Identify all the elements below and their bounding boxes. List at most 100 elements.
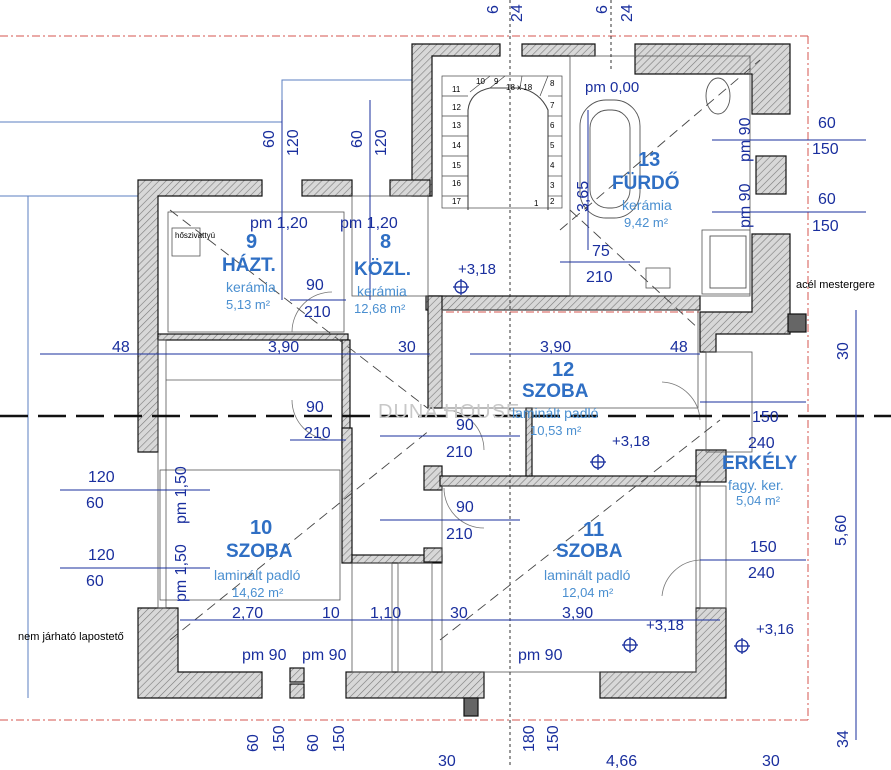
room-10-area: 14,62 m² xyxy=(232,585,284,600)
pm-150-b: pm 1,50 xyxy=(173,544,190,602)
stairs xyxy=(441,75,563,210)
dim-210a: 210 xyxy=(304,304,331,321)
dim-60c: 60 xyxy=(818,115,836,132)
room-11-material: laminált padló xyxy=(544,567,631,583)
roof-hips xyxy=(169,59,761,641)
level-316: +3,16 xyxy=(756,621,794,638)
room-13-material: kerámia xyxy=(622,197,672,213)
dim-48b: 48 xyxy=(670,339,688,356)
stair-13: 13 xyxy=(452,121,461,130)
dim-30c: 30 xyxy=(835,342,852,360)
room-9-name: HÁZT. xyxy=(222,255,276,276)
room-11-name: SZOBA xyxy=(556,541,623,562)
dim-240b: 240 xyxy=(748,565,775,582)
stair-5: 5 xyxy=(550,141,555,150)
stair-11: 11 xyxy=(452,85,461,94)
stair-7: 7 xyxy=(550,101,555,110)
dim-210c: 210 xyxy=(446,444,473,461)
room-12-name: SZOBA xyxy=(522,381,589,402)
dim-390b: 3,90 xyxy=(540,339,572,356)
room-12-area: 10,53 m² xyxy=(530,423,582,438)
level-bath: pm 0,00 xyxy=(585,79,640,96)
dim-60e: 60 xyxy=(86,495,104,512)
dim-390a: 3,90 xyxy=(268,339,300,356)
stair-size: 18 x 18 xyxy=(506,83,533,92)
dim-150e: 150 xyxy=(271,725,288,752)
dim-210e: 210 xyxy=(586,269,613,286)
dim-30e: 30 xyxy=(762,753,780,770)
dim-24a: 24 xyxy=(509,4,526,22)
room-11-area: 12,04 m² xyxy=(562,585,614,600)
dim-90d: 90 xyxy=(456,499,474,516)
stair-15: 15 xyxy=(452,161,461,170)
dim-48a: 48 xyxy=(112,339,130,356)
dim-150c: 150 xyxy=(752,409,779,426)
dim-150f: 150 xyxy=(331,725,348,752)
dimension-lines xyxy=(40,100,866,740)
level-markers xyxy=(453,279,750,654)
dim-75: 75 xyxy=(592,243,610,260)
dim-30d: 30 xyxy=(438,753,456,770)
room-9-material: kerámia xyxy=(226,279,276,295)
dim-560: 5,60 xyxy=(833,514,850,546)
room-10-number: 10 xyxy=(250,517,273,539)
room-10-material: laminált padló xyxy=(214,567,301,583)
stair-1: 1 xyxy=(534,199,539,208)
dim-90c: 90 xyxy=(456,417,474,434)
room-9-area: 5,13 m² xyxy=(226,297,271,312)
level-318-a: +3,18 xyxy=(458,261,496,278)
dim-270: 2,70 xyxy=(232,605,264,622)
dim-60f: 60 xyxy=(86,573,104,590)
dim-90a: 90 xyxy=(306,277,324,294)
dim-365: 3,65 xyxy=(575,180,592,212)
dim-466: 4,66 xyxy=(606,753,638,770)
door-swings xyxy=(291,291,701,597)
room-10-name: SZOBA xyxy=(226,541,293,562)
level-318-b: +3,18 xyxy=(612,433,650,450)
pm-120-a: pm 1,20 xyxy=(250,215,308,232)
stair-8: 8 xyxy=(550,79,555,88)
dim-120d: 120 xyxy=(88,547,115,564)
axis-verticals xyxy=(509,0,612,768)
dim-150a: 150 xyxy=(812,141,839,158)
heat-pump-label: hőszivattyú xyxy=(175,231,216,240)
interior-lines xyxy=(157,55,753,673)
pm-90-bath-a: pm 90 xyxy=(737,117,754,162)
dim-24b: 24 xyxy=(619,4,636,22)
stair-14: 14 xyxy=(452,141,461,150)
room-11-number: 11 xyxy=(583,519,605,541)
dim-60d: 60 xyxy=(818,191,836,208)
dim-240a: 240 xyxy=(748,435,775,452)
stair-4: 4 xyxy=(550,161,555,170)
dim-120b: 120 xyxy=(373,129,390,156)
room-13-area: 9,42 m² xyxy=(624,215,669,230)
pm-150-a: pm 1,50 xyxy=(173,466,190,524)
dim-120a: 120 xyxy=(285,129,302,156)
pm-90-d: pm 90 xyxy=(302,647,347,664)
dim-150b: 150 xyxy=(812,218,839,235)
stair-6: 6 xyxy=(550,121,555,130)
pm-90-bath-b: pm 90 xyxy=(737,183,754,228)
stair-3: 3 xyxy=(550,181,555,190)
roof-note: nem járható lapostető xyxy=(18,631,124,643)
dim-30a: 30 xyxy=(398,339,416,356)
watermark: DUNA HOUSE xyxy=(378,401,521,423)
dim-150g: 150 xyxy=(545,725,562,752)
bath-fixtures xyxy=(579,77,747,289)
dim-10: 10 xyxy=(322,605,340,622)
pm-90-c: pm 90 xyxy=(242,647,287,664)
room-8-number: 8 xyxy=(380,231,392,253)
dim-60b: 60 xyxy=(349,130,366,148)
dim-6a: 6 xyxy=(485,5,502,14)
dim-180: 180 xyxy=(521,725,538,752)
room-13-name: FÜRDŐ xyxy=(612,173,680,194)
steel-beam-note: acél mestergere xyxy=(796,279,875,291)
dim-90b: 90 xyxy=(306,399,324,416)
stair-9: 9 xyxy=(494,77,499,86)
dim-60g: 60 xyxy=(245,734,262,752)
room-12-number: 12 xyxy=(552,359,575,381)
pm-90-e: pm 90 xyxy=(518,647,563,664)
room-13-number: 13 xyxy=(638,149,661,171)
balcony-area: 5,04 m² xyxy=(736,493,781,508)
heat-pump-unit xyxy=(171,227,201,257)
